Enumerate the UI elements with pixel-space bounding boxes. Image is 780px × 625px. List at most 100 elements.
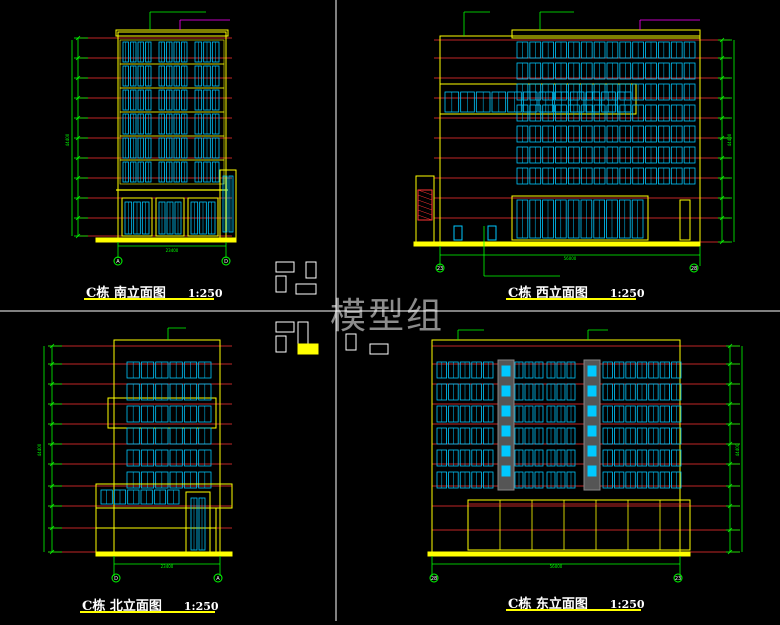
total-dimension-text: 56000 (550, 564, 563, 569)
axis-label: D (224, 259, 228, 265)
title-underline (80, 611, 215, 613)
height-dimension-text: 44400 (65, 133, 70, 146)
west-cantilever (439, 83, 637, 115)
dimension-tick (75, 95, 81, 101)
dimension-tick (727, 441, 733, 447)
south-parapet (115, 29, 229, 37)
hatch-line (417, 189, 433, 196)
east-podium (467, 499, 691, 551)
dimension-tick (75, 195, 81, 201)
axis-bubble-left (111, 573, 121, 583)
west-door-frame (679, 199, 691, 241)
dimension-tick (719, 239, 725, 245)
hatch-line (417, 214, 433, 221)
dimension-tick (727, 503, 733, 509)
dimension-tick (719, 155, 725, 161)
dimension-tick (75, 75, 81, 81)
detail-box (305, 261, 317, 279)
dimension-tick (75, 215, 81, 221)
dimension-tick (75, 35, 81, 41)
watermark-text: 模型组 (330, 296, 445, 337)
window-frame (119, 159, 225, 185)
dimension-tick (719, 37, 725, 43)
dimension-tick (75, 115, 81, 121)
dimension-tick (719, 135, 725, 141)
axis-label: 23 (437, 266, 443, 272)
axis-label: 23 (675, 576, 681, 582)
core-window (501, 365, 511, 377)
south-facade-outline (117, 31, 227, 239)
dimension-tick (75, 155, 81, 161)
axis-label: 28 (691, 266, 697, 272)
detail-box (275, 321, 295, 333)
axis-bubble-right (213, 573, 223, 583)
east-ground-line (427, 551, 691, 557)
axis-bubble-left (429, 573, 439, 583)
north-entrance (185, 491, 211, 553)
core-window (587, 465, 597, 477)
detail-box (295, 283, 317, 295)
height-dimension-text: 44400 (727, 133, 732, 146)
detail-box (275, 335, 287, 353)
dimension-tick (49, 343, 55, 349)
dimension-tick (727, 461, 733, 467)
dimension-tick (49, 483, 55, 489)
south-annex (219, 169, 237, 239)
axis-label: D (114, 576, 118, 582)
north-facade-outline (113, 339, 221, 553)
dimension-tick (75, 55, 81, 61)
core-window (501, 405, 511, 417)
dimension-tick (727, 483, 733, 489)
west-podium-bay (511, 195, 649, 241)
core-window (501, 465, 511, 477)
dimension-tick (727, 401, 733, 407)
dimension-tick (719, 115, 725, 121)
dimension-tick (719, 75, 725, 81)
axis-bubble-left (435, 263, 445, 273)
total-dimension-text: 23400 (166, 248, 179, 253)
dimension-tick (75, 175, 81, 181)
dimension-tick (49, 421, 55, 427)
west-door (487, 225, 497, 241)
west-parapet (511, 29, 701, 39)
entrance-bay (187, 197, 219, 237)
dimension-tick (719, 55, 725, 61)
axis-bubble-right (689, 263, 699, 273)
entrance-bay (155, 197, 185, 237)
core-window (501, 425, 511, 437)
entrance-bay (121, 197, 153, 237)
title-underline (506, 609, 641, 611)
detail-box (345, 333, 357, 351)
dimension-tick (727, 361, 733, 367)
dimension-tick (49, 549, 55, 555)
east-facade-outline (431, 339, 681, 553)
west-annex (415, 175, 435, 243)
dimension-tick (49, 401, 55, 407)
dimension-tick (727, 549, 733, 555)
west-facade-outline (439, 35, 701, 243)
dimension-tick (719, 195, 725, 201)
axis-bubble-right (673, 573, 683, 583)
dimension-tick (49, 503, 55, 509)
axis-label: A (116, 259, 120, 265)
dimension-tick (75, 233, 81, 239)
core-window (587, 445, 597, 457)
axis-bubble-right (221, 256, 231, 266)
dimension-tick (75, 135, 81, 141)
dimension-tick (49, 441, 55, 447)
dimension-tick (719, 175, 725, 181)
title-underline (84, 298, 214, 300)
dimension-tick (727, 421, 733, 427)
core-window (501, 385, 511, 397)
core-window (587, 405, 597, 417)
core-window (587, 385, 597, 397)
dimension-tick (719, 95, 725, 101)
total-dimension-text: 56000 (564, 256, 577, 261)
height-dimension-text: 44400 (735, 443, 740, 456)
dimension-tick (727, 381, 733, 387)
